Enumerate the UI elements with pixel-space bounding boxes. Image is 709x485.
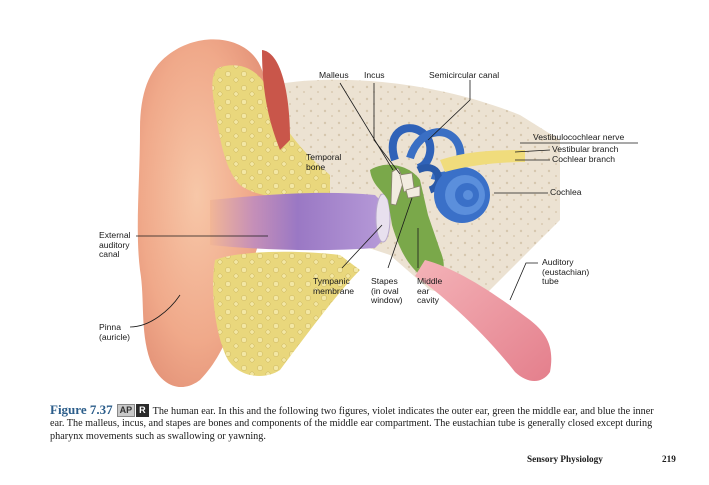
auditory-tube-shape: [415, 260, 552, 381]
label-vestibular-branch: Vestibular branch: [552, 144, 619, 154]
external-auditory-canal-shape: [210, 192, 385, 251]
footer-page-number: 219: [662, 454, 676, 464]
caption-text: The human ear. In this and the following…: [50, 406, 654, 442]
cochlea-shape: [434, 167, 490, 223]
label-semicircular-canal: Semicircular canal: [429, 70, 500, 80]
label-temporal-bone: Temporal bone: [306, 152, 342, 172]
apr-badge-r: R: [136, 404, 149, 417]
vestibulocochlear-nerve-shape: [440, 150, 525, 172]
label-incus: Incus: [364, 70, 385, 80]
tympanic-membrane-shape: [375, 193, 391, 243]
label-pinna: Pinna (auricle): [99, 322, 131, 342]
temporalis-muscle: [262, 50, 290, 150]
label-stapes: Stapes (in oval window): [371, 276, 403, 306]
label-external-auditory-canal: External auditory canal: [99, 230, 131, 260]
stapes-shape: [405, 185, 421, 199]
leader-lines: [129, 80, 638, 328]
cartilage-upper: [212, 65, 330, 198]
label-cochlear-branch: Cochlear branch: [552, 154, 616, 164]
label-vestibulocochlear-nerve: Vestibulocochlear nerve: [533, 132, 625, 142]
figure-number: Figure 7.37: [50, 402, 113, 417]
label-cochlea: Cochlea: [550, 187, 582, 197]
footer-section: Sensory Physiology: [527, 454, 603, 464]
ear-anatomy-figure: Malleus Incus Semicircular canal Vestibu…: [99, 39, 638, 388]
label-auditory-tube: Auditory (eustachian) tube: [542, 257, 590, 287]
label-tympanic-membrane: Tympanic membrane: [313, 276, 355, 296]
label-middle-ear-cavity: Middle ear cavity: [417, 276, 443, 306]
cartilage-lower: [213, 251, 360, 376]
middle-ear-cavity-shape: [370, 164, 444, 275]
label-malleus: Malleus: [319, 70, 349, 80]
apr-badge-ap: AP: [116, 404, 136, 417]
